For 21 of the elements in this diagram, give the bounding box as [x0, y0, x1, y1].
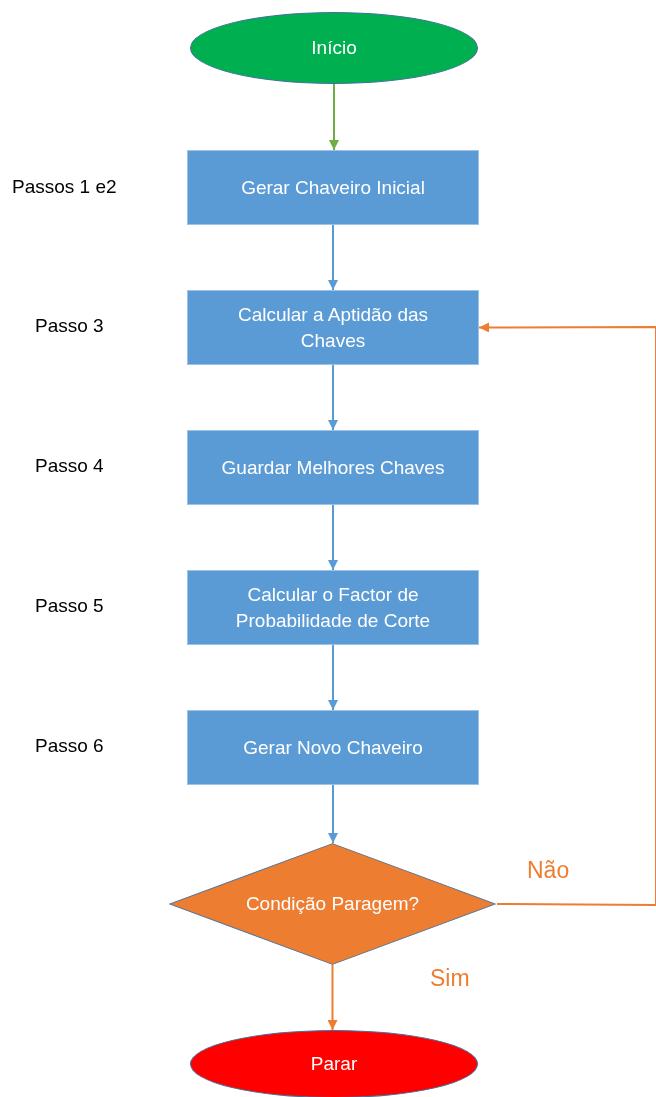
- arrow: [328, 644, 338, 711]
- process-box: Calcular o Factor de Probabilidade de Corte: [187, 570, 479, 645]
- step-label: Passos 1 e2: [12, 176, 117, 198]
- process-box: Calcular a Aptidão das Chaves: [187, 290, 479, 365]
- start-ellipse: Início: [190, 12, 478, 84]
- arrow: [329, 83, 339, 151]
- decision-diamond: Condição Paragem?: [168, 843, 497, 965]
- step-label: Passo 3: [35, 315, 104, 337]
- arrow: [328, 224, 338, 291]
- arrow: [328, 504, 338, 571]
- step-label: Passo 4: [35, 455, 104, 477]
- process-box: Guardar Melhores Chaves: [187, 430, 479, 505]
- arrow: [328, 784, 338, 844]
- step-label: Passo 5: [35, 595, 104, 617]
- step-label: Passo 6: [35, 735, 104, 757]
- process-box: Gerar Novo Chaveiro: [187, 710, 479, 785]
- arrow: [478, 322, 656, 906]
- stop-ellipse: Parar: [190, 1030, 478, 1097]
- arrow: [327, 964, 338, 1031]
- arrow: [328, 364, 338, 431]
- process-box: Gerar Chaveiro Inicial: [187, 150, 479, 225]
